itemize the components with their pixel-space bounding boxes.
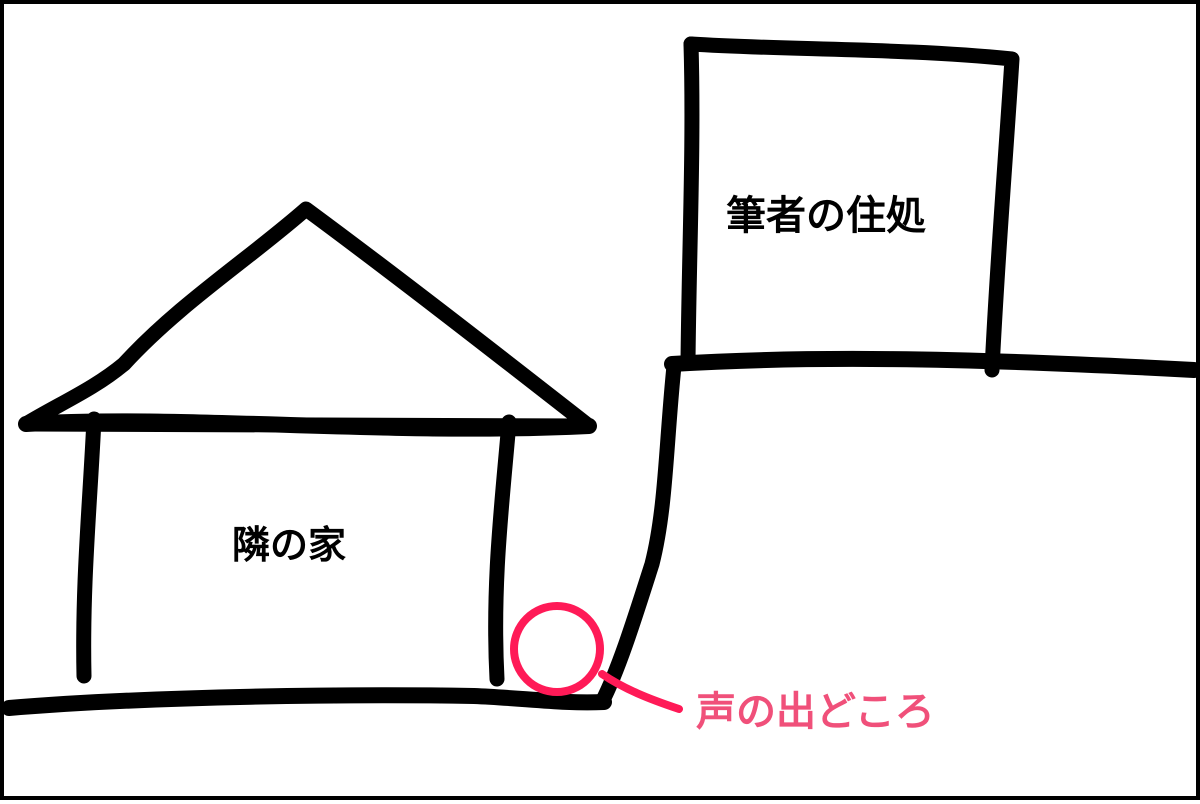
lower-ground-line	[4, 687, 612, 716]
writer-residence-box	[683, 36, 1020, 378]
neighbor-house-right-wall	[488, 414, 517, 687]
writer-residence-left-wall	[680, 36, 700, 370]
cliff-slope	[594, 358, 682, 710]
upper-ground-line	[664, 350, 1200, 378]
sketch-drawing	[4, 36, 1200, 716]
neighbor-house-label: 隣の家	[232, 523, 347, 567]
sound-source-circle	[510, 602, 604, 696]
sound-source-label: 声の出どころ	[696, 689, 935, 735]
neighbor-house-roof	[18, 201, 597, 434]
sound-source-leader-line	[598, 670, 683, 713]
neighbor-house-left-wall	[76, 411, 102, 684]
writer-residence-label: 筆者の住処	[726, 193, 926, 239]
